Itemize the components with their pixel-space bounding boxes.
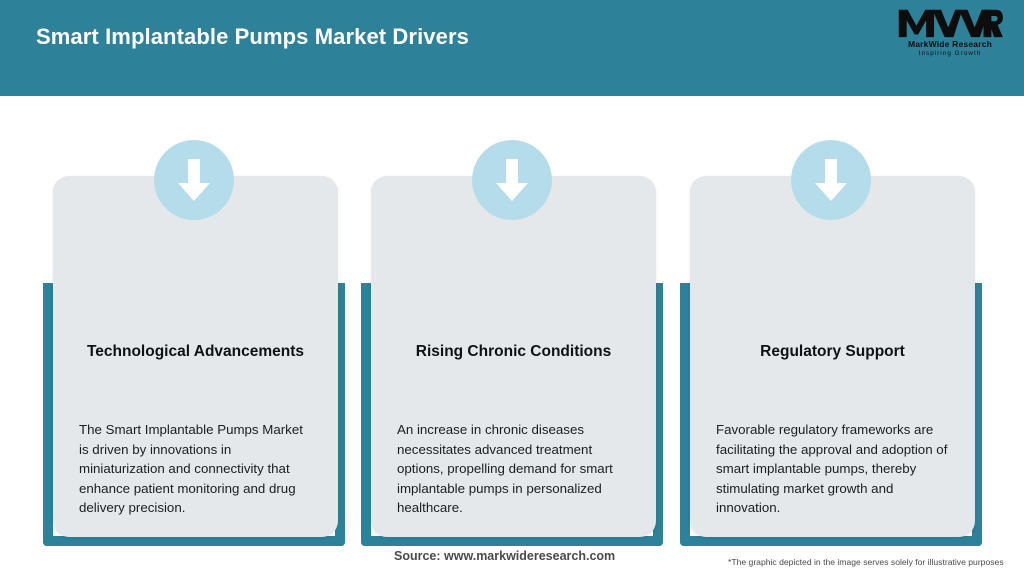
card-body-text: The Smart Implantable Pumps Market is dr… bbox=[79, 422, 303, 516]
drivers-card-group: Technological Advancements The Smart Imp… bbox=[0, 96, 1024, 546]
card-surface: Regulatory Support Favorable regulatory … bbox=[690, 176, 975, 537]
card-title: Regulatory Support bbox=[760, 343, 905, 360]
page-header: Smart Implantable Pumps Market Drivers M… bbox=[0, 0, 1024, 96]
card-surface: Technological Advancements The Smart Imp… bbox=[53, 176, 338, 537]
card-surface: Rising Chronic Conditions An increase in… bbox=[371, 176, 656, 537]
driver-card-1: Technological Advancements The Smart Imp… bbox=[34, 96, 354, 546]
arrow-down-icon bbox=[791, 140, 871, 220]
card-accent-frame bbox=[680, 283, 982, 546]
card-body-text: Favorable regulatory frameworks are faci… bbox=[716, 422, 948, 516]
driver-card-3: Regulatory Support Favorable regulatory … bbox=[671, 96, 991, 546]
card-accent-frame bbox=[361, 283, 663, 546]
card-accent-frame bbox=[43, 283, 345, 546]
arrow-down-icon bbox=[154, 140, 234, 220]
disclaimer-label: *The graphic depicted in the image serve… bbox=[728, 557, 1004, 567]
arrow-down-glyph bbox=[496, 159, 528, 201]
arrow-down-icon bbox=[472, 140, 552, 220]
logo-tagline: Inspiring Growth bbox=[918, 50, 982, 57]
logo-company-name: MarkWide Research bbox=[907, 39, 993, 49]
arrow-down-glyph bbox=[178, 159, 210, 201]
arrow-down-glyph bbox=[815, 159, 847, 201]
card-title: Technological Advancements bbox=[86, 343, 305, 360]
mwr-logo-icon bbox=[898, 9, 1003, 38]
brand-logo: MarkWide Research Inspiring Growth bbox=[894, 8, 1006, 68]
page-title: Smart Implantable Pumps Market Drivers bbox=[36, 24, 469, 49]
source-label: Source: www.markwideresearch.com bbox=[394, 549, 616, 563]
driver-card-2: Rising Chronic Conditions An increase in… bbox=[352, 96, 672, 546]
card-body-text: An increase in chronic diseases necessit… bbox=[397, 422, 613, 516]
card-title: Rising Chronic Conditions bbox=[415, 343, 612, 360]
